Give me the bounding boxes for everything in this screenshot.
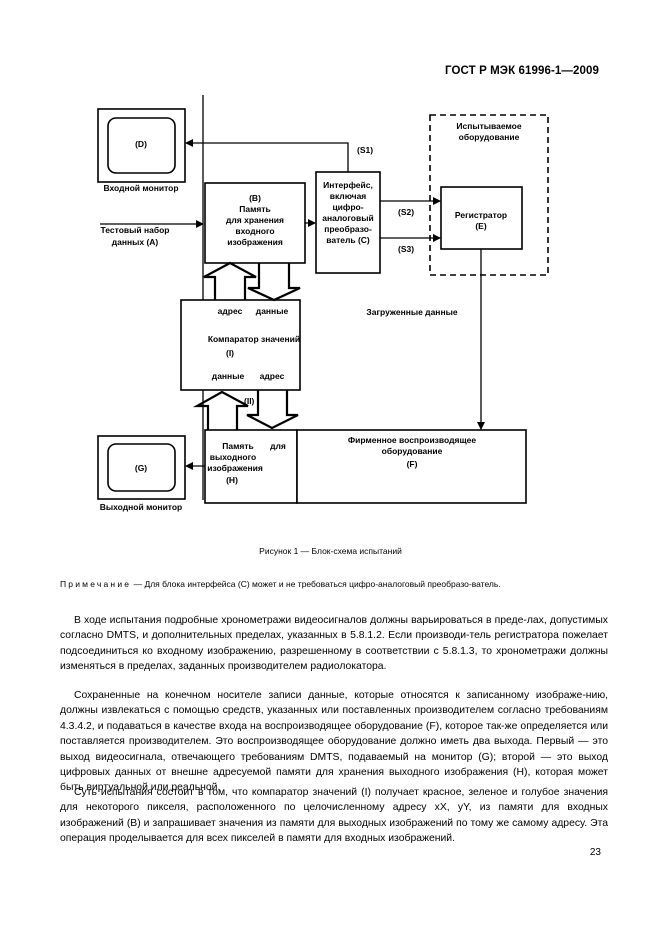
page-number: 23	[589, 847, 601, 858]
svg-text:(I): (I)	[226, 348, 234, 358]
note-text: — Для блока интерфейса (C) может и не тр…	[133, 579, 501, 589]
svg-text:ватель (C): ватель (C)	[326, 235, 370, 245]
svg-text:для: для	[270, 441, 286, 451]
signal-s2: (S2)	[380, 197, 441, 217]
svg-text:адрес: адрес	[218, 306, 243, 316]
svg-text:изображения: изображения	[227, 237, 283, 247]
svg-text:(B): (B)	[249, 193, 261, 203]
svg-text:аналоговый: аналоговый	[322, 213, 373, 223]
svg-text:(E): (E)	[475, 221, 487, 231]
input-monitor-caption: Входной монитор	[103, 183, 178, 193]
svg-text:входного: входного	[235, 226, 274, 236]
loaded-data-flow: Загруженные данные	[366, 249, 485, 430]
svg-text:(S2): (S2)	[398, 207, 414, 217]
playback-equipment: Фирменное воспроизводящее оборудование (…	[296, 429, 527, 504]
block-diagram: (D) Входной монитор Тестовый набор данны…	[97, 95, 549, 512]
svg-text:(F): (F)	[407, 459, 418, 469]
body-paragraph: Сохраненные на конечном носителе записи …	[60, 690, 608, 794]
svg-text:включая: включая	[330, 191, 367, 201]
svg-text:преобразо-: преобразо-	[324, 224, 372, 234]
output-monitor-letter: (G)	[135, 463, 147, 473]
link-label-ii: (II)	[244, 396, 255, 406]
note-label: Примечание	[60, 579, 132, 589]
svg-text:данные: данные	[212, 371, 245, 381]
test-data-set: Тестовый набор данных (A)	[100, 220, 204, 247]
equipment-under-test: Испытываемое оборудование	[429, 114, 549, 276]
signal-s1: (S1)	[185, 139, 373, 172]
standard-header: ГОСТ Р МЭК 61996-1—2009	[445, 65, 599, 77]
svg-text:Тестовый набор: Тестовый набор	[101, 225, 170, 235]
address-arrow-down-bottom	[246, 390, 299, 430]
output-monitor: (G) Выходной монитор	[97, 435, 205, 512]
svg-text:Память: Память	[222, 441, 253, 451]
svg-text:(S3): (S3)	[398, 244, 414, 254]
recorder-block: Регистратор (E)	[440, 186, 523, 250]
svg-text:Фирменное воспроизводящее: Фирменное воспроизводящее	[348, 435, 476, 445]
input-monitor: (D) Входной монитор	[97, 108, 186, 193]
svg-text:Интерфейс,: Интерфейс,	[323, 180, 373, 190]
svg-text:Регистратор: Регистратор	[455, 210, 507, 220]
value-comparator: адрес данные Компаратор значений (I) дан…	[180, 299, 301, 391]
output-monitor-caption: Выходной монитор	[100, 502, 182, 512]
svg-text:изображения: изображения	[207, 463, 263, 473]
svg-text:(H): (H)	[226, 475, 238, 485]
data-arrow-up-bottom	[192, 390, 249, 430]
interface-block: Интерфейс, включая цифро- аналоговый пре…	[315, 171, 381, 274]
svg-text:Загруженные данные: Загруженные данные	[366, 307, 457, 317]
figure-note: Примечание — Для блока интерфейса (C) мо…	[60, 577, 608, 591]
output-image-memory: Память для выходного изображения (H)	[204, 429, 298, 504]
svg-text:данных (A): данных (A)	[112, 237, 159, 247]
signal-s3: (S3)	[380, 234, 441, 254]
svg-text:данные: данные	[256, 306, 289, 316]
svg-text:Компаратор значений: Компаратор значений	[208, 334, 300, 344]
address-arrow-up	[203, 261, 257, 300]
svg-text:Память: Память	[239, 204, 270, 214]
input-image-memory: (B) Память для хранения входного изображ…	[204, 182, 306, 264]
input-monitor-letter: (D)	[135, 139, 147, 149]
svg-text:оборудование: оборудование	[382, 446, 443, 456]
svg-text:(S1): (S1)	[357, 145, 373, 155]
body-paragraph: В ходе испытания подробные хронометражи …	[60, 615, 608, 673]
svg-text:выходного: выходного	[210, 452, 256, 462]
svg-text:цифро-: цифро-	[332, 202, 363, 212]
svg-text:адрес: адрес	[260, 371, 285, 381]
figure-caption: Рисунок 1 — Блок-схема испытаний	[259, 546, 402, 556]
data-arrow-down	[247, 263, 301, 302]
svg-text:Испытываемое: Испытываемое	[456, 121, 521, 131]
svg-text:оборудование: оборудование	[459, 132, 520, 142]
svg-text:для хранения: для хранения	[226, 215, 284, 225]
body-paragraph: Суть испытания состоит в том, что компар…	[60, 787, 608, 845]
